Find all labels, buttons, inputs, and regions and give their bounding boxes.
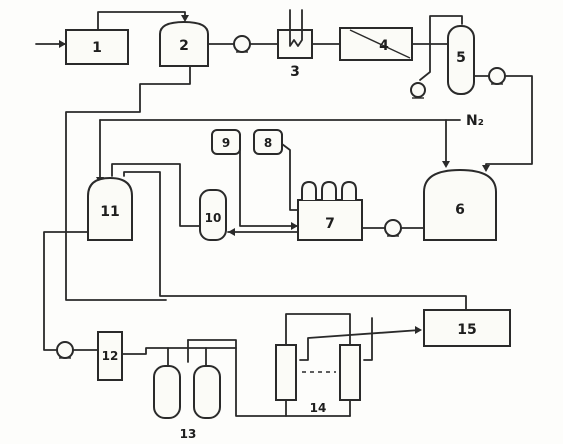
unit-7-dome-c (341, 180, 357, 200)
line-14b-up (363, 317, 373, 361)
unit-6-tank (423, 168, 497, 241)
unit-3-box (277, 29, 313, 59)
unit-13-label: 13 (180, 427, 197, 441)
unit-14-label: 14 (310, 401, 327, 415)
unit-9: 9 (211, 129, 241, 155)
unit-7: 7 (297, 180, 363, 241)
unit-14: 14 (275, 344, 361, 415)
unit-10-label: 10 (205, 211, 222, 225)
line-2-return (65, 65, 191, 301)
unit-8-label: 8 (264, 136, 272, 150)
pipelines (35, 11, 533, 417)
unit-1-label: 1 (92, 40, 102, 56)
unit-8-box (253, 129, 283, 155)
line-pump-to-6 (485, 75, 533, 171)
arrow-n2-6 (442, 161, 450, 168)
arrow-1-to-2 (181, 15, 189, 22)
unit-3: 3 (277, 9, 313, 80)
arrow-to-15 (415, 326, 422, 334)
unit-7-dome-b (321, 180, 337, 200)
equipment: 1 2 3 4 5 (56, 9, 511, 441)
pump-c (488, 67, 506, 85)
unit-14-column-a (275, 344, 297, 401)
unit-15-label: 15 (457, 322, 476, 338)
pump-b-icon (410, 82, 426, 98)
unit-6-label: 6 (455, 202, 465, 218)
unit-4-membrane (349, 29, 411, 59)
unit-12: 12 (97, 331, 123, 381)
unit-10: 10 (199, 189, 227, 241)
unit-11: 11 (87, 176, 133, 241)
unit-15-box (423, 309, 511, 347)
line-8-to-7 (281, 143, 299, 211)
unit-15: 15 (423, 309, 511, 347)
pump-d (384, 219, 402, 237)
unit-11-tank (87, 176, 133, 241)
unit-4: 4 (339, 27, 413, 61)
line-11-to-15 (123, 171, 467, 311)
arrow-7-10 (228, 228, 235, 236)
unit-2: 2 (159, 20, 209, 67)
unit-4-box (339, 27, 413, 61)
unit-2-label: 2 (179, 38, 189, 54)
pump-e-icon (56, 341, 74, 359)
unit-5-column (447, 25, 475, 95)
unit-13-vessel-a (153, 365, 181, 419)
line-14-to-15 (299, 329, 421, 361)
pump-b (410, 82, 426, 99)
pump-e (56, 341, 74, 359)
unit-12-box (97, 331, 123, 381)
unit-10-vessel (199, 189, 227, 241)
unit-13: 13 (153, 365, 221, 441)
unit-5: 5 (447, 25, 475, 95)
line-13-to-14 (187, 339, 351, 417)
unit-3-coil-icon (289, 9, 303, 47)
pump-a-icon (233, 35, 251, 53)
unit-5-label: 5 (456, 50, 466, 66)
n2-label: N₂ (466, 113, 484, 129)
pump-c-icon (488, 67, 506, 85)
unit-9-box (211, 129, 241, 155)
unit-7-label: 7 (325, 216, 335, 232)
pump-d-icon (384, 219, 402, 237)
unit-11-label: 11 (100, 204, 119, 220)
unit-9-label: 9 (222, 136, 230, 150)
unit-14-column-b (339, 344, 361, 401)
unit-8: 8 (253, 129, 283, 155)
unit-3-label: 3 (290, 64, 300, 80)
unit-1: 1 (65, 29, 129, 65)
unit-12-label: 12 (102, 349, 119, 363)
arrow-to-6 (482, 165, 490, 172)
unit-2-tank (159, 20, 209, 67)
line-5-top-loop (419, 15, 463, 81)
unit-7-box (297, 199, 363, 241)
unit-4-label: 4 (379, 38, 389, 54)
unit-6: 6 (423, 168, 497, 241)
line-11-to-pump (43, 231, 89, 351)
line-14-top (285, 313, 351, 346)
feed-arrow (59, 40, 66, 48)
unit-1-box (65, 29, 129, 65)
unit-13-vessel-b (193, 365, 221, 419)
arrow-9-7 (291, 222, 298, 230)
line-12-to-13 (121, 347, 237, 355)
unit-7-dome-a (301, 180, 317, 200)
line-9-to-7 (239, 143, 299, 227)
line-11-to-10 (111, 163, 201, 227)
pump-a (233, 35, 251, 53)
